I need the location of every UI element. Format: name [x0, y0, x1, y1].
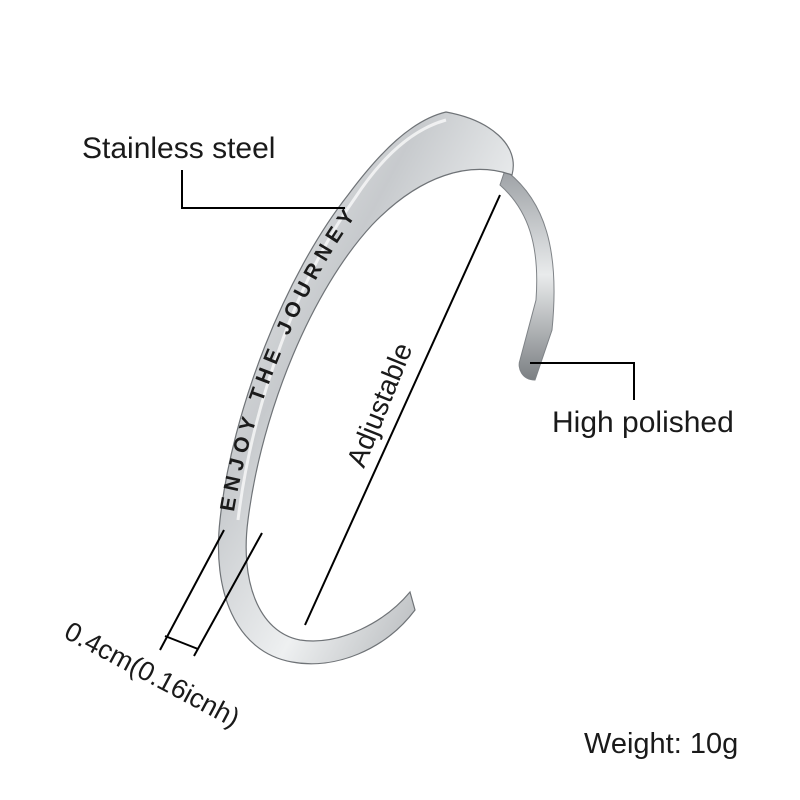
- callout-line-finish: [530, 362, 635, 400]
- finish-label: High polished: [552, 406, 734, 439]
- bracelet-band-front: [217, 111, 514, 665]
- bracelet-highlight: [236, 118, 447, 521]
- callout-line-material: [181, 170, 345, 209]
- width-guide-line-left: [159, 529, 225, 651]
- width-guide-line-right: [193, 532, 263, 657]
- adjustable-measure-line: [304, 194, 501, 626]
- width-bracket-line: [164, 635, 199, 650]
- material-label: Stainless steel: [82, 132, 276, 165]
- bracelet-band-back: [499, 169, 555, 381]
- weight-label: Weight: 10g: [584, 728, 739, 760]
